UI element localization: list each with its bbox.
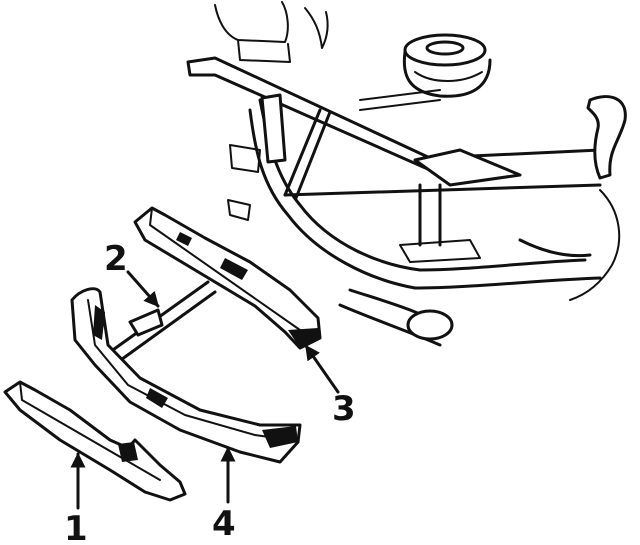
callout-label-4: 4	[212, 504, 236, 544]
callout-3-arrow	[304, 344, 340, 394]
callout-label-3: 3	[332, 389, 356, 429]
part-2-brace	[108, 280, 217, 364]
vehicle-frame-background	[186, 1, 627, 347]
callout-arrows	[70, 270, 340, 510]
callout-labels: 1 2 3 4	[64, 239, 356, 545]
callout-label-1: 1	[64, 509, 88, 545]
callout-label-2: 2	[104, 239, 128, 279]
part-3-upper-rail	[133, 206, 322, 350]
part-4-lower-rail	[70, 287, 302, 464]
callout-2-arrow	[126, 270, 160, 308]
